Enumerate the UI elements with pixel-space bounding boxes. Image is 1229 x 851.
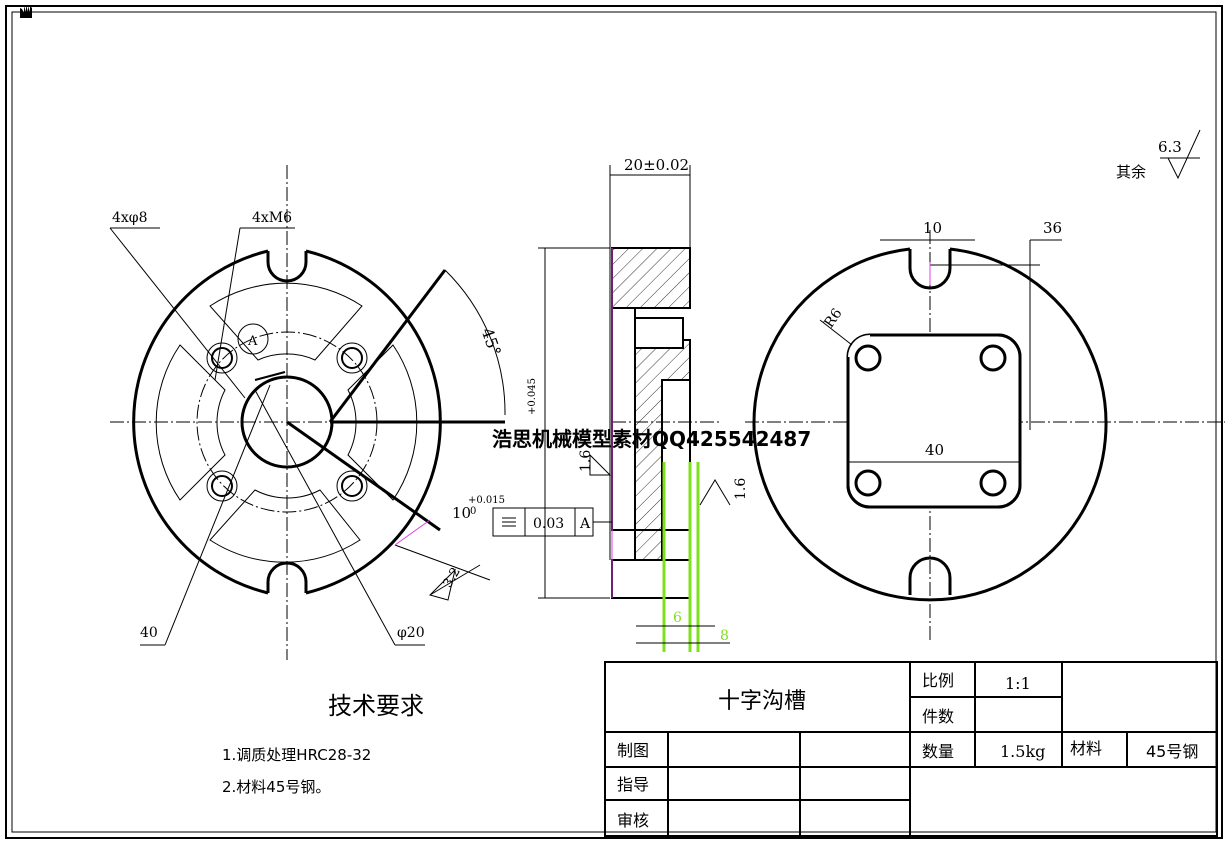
rough-right: 1.6 xyxy=(733,478,749,500)
datum-label: A xyxy=(247,334,258,349)
dim-4xm6: 4xM6 xyxy=(252,210,292,226)
section-view xyxy=(492,165,731,652)
dim-angle: 45° xyxy=(477,325,505,358)
dim-phi20: φ20 xyxy=(397,625,425,641)
slot-tol-lower: 0 xyxy=(470,506,476,517)
depth-6: 6 xyxy=(673,610,682,626)
datum-circle xyxy=(237,323,269,355)
tech-item-2: 2.材料45号钢。 xyxy=(222,778,330,796)
dim-thickness: 20±0.02 xyxy=(624,156,689,174)
back-view xyxy=(745,129,1225,640)
dim-4xphi8: 4xφ8 xyxy=(112,210,148,226)
title-block xyxy=(604,661,1218,837)
scale-value: 1:1 xyxy=(1005,674,1031,693)
review-label: 审核 xyxy=(617,811,649,830)
mass-label: 数量 xyxy=(922,742,954,761)
drawn-label: 制图 xyxy=(617,741,649,760)
count-label: 件数 xyxy=(922,707,954,726)
material-value: 45号钢 xyxy=(1146,742,1198,761)
tech-heading: 技术要求 xyxy=(328,692,424,720)
scale-label: 比例 xyxy=(922,671,954,690)
dim-36: 36 xyxy=(1043,219,1062,237)
hand-cursor-icon xyxy=(20,5,32,18)
guide-label: 指导 xyxy=(617,775,649,794)
mass-value: 1.5kg xyxy=(1000,742,1045,761)
surface-other-label: 其余 xyxy=(1116,163,1146,181)
tol-upper: +0.045 xyxy=(527,378,538,415)
rough-left: 1.6 xyxy=(578,450,594,472)
outer-border xyxy=(5,5,1223,839)
flatness-datum: A xyxy=(579,516,591,532)
dim-40: 40 xyxy=(140,625,158,641)
flatness-value: 0.03 xyxy=(533,516,564,532)
slot-depth: 10 xyxy=(452,504,471,522)
dim-right-40: 40 xyxy=(925,441,944,459)
part-name: 十字沟槽 xyxy=(718,689,806,714)
slot-tol-upper: +0.015 xyxy=(468,495,505,506)
tech-item-1: 1.调质处理HRC28-32 xyxy=(222,746,371,764)
dim-r6: R6 xyxy=(821,306,845,331)
surface-other-value: 6.3 xyxy=(1158,138,1182,156)
depth-8: 8 xyxy=(720,628,729,644)
dim-10: 10 xyxy=(923,219,942,237)
front-view xyxy=(109,165,506,660)
material-label: 材料 xyxy=(1070,739,1102,758)
watermark-text: 浩思机械模型素材QQ425542487 xyxy=(492,427,811,451)
